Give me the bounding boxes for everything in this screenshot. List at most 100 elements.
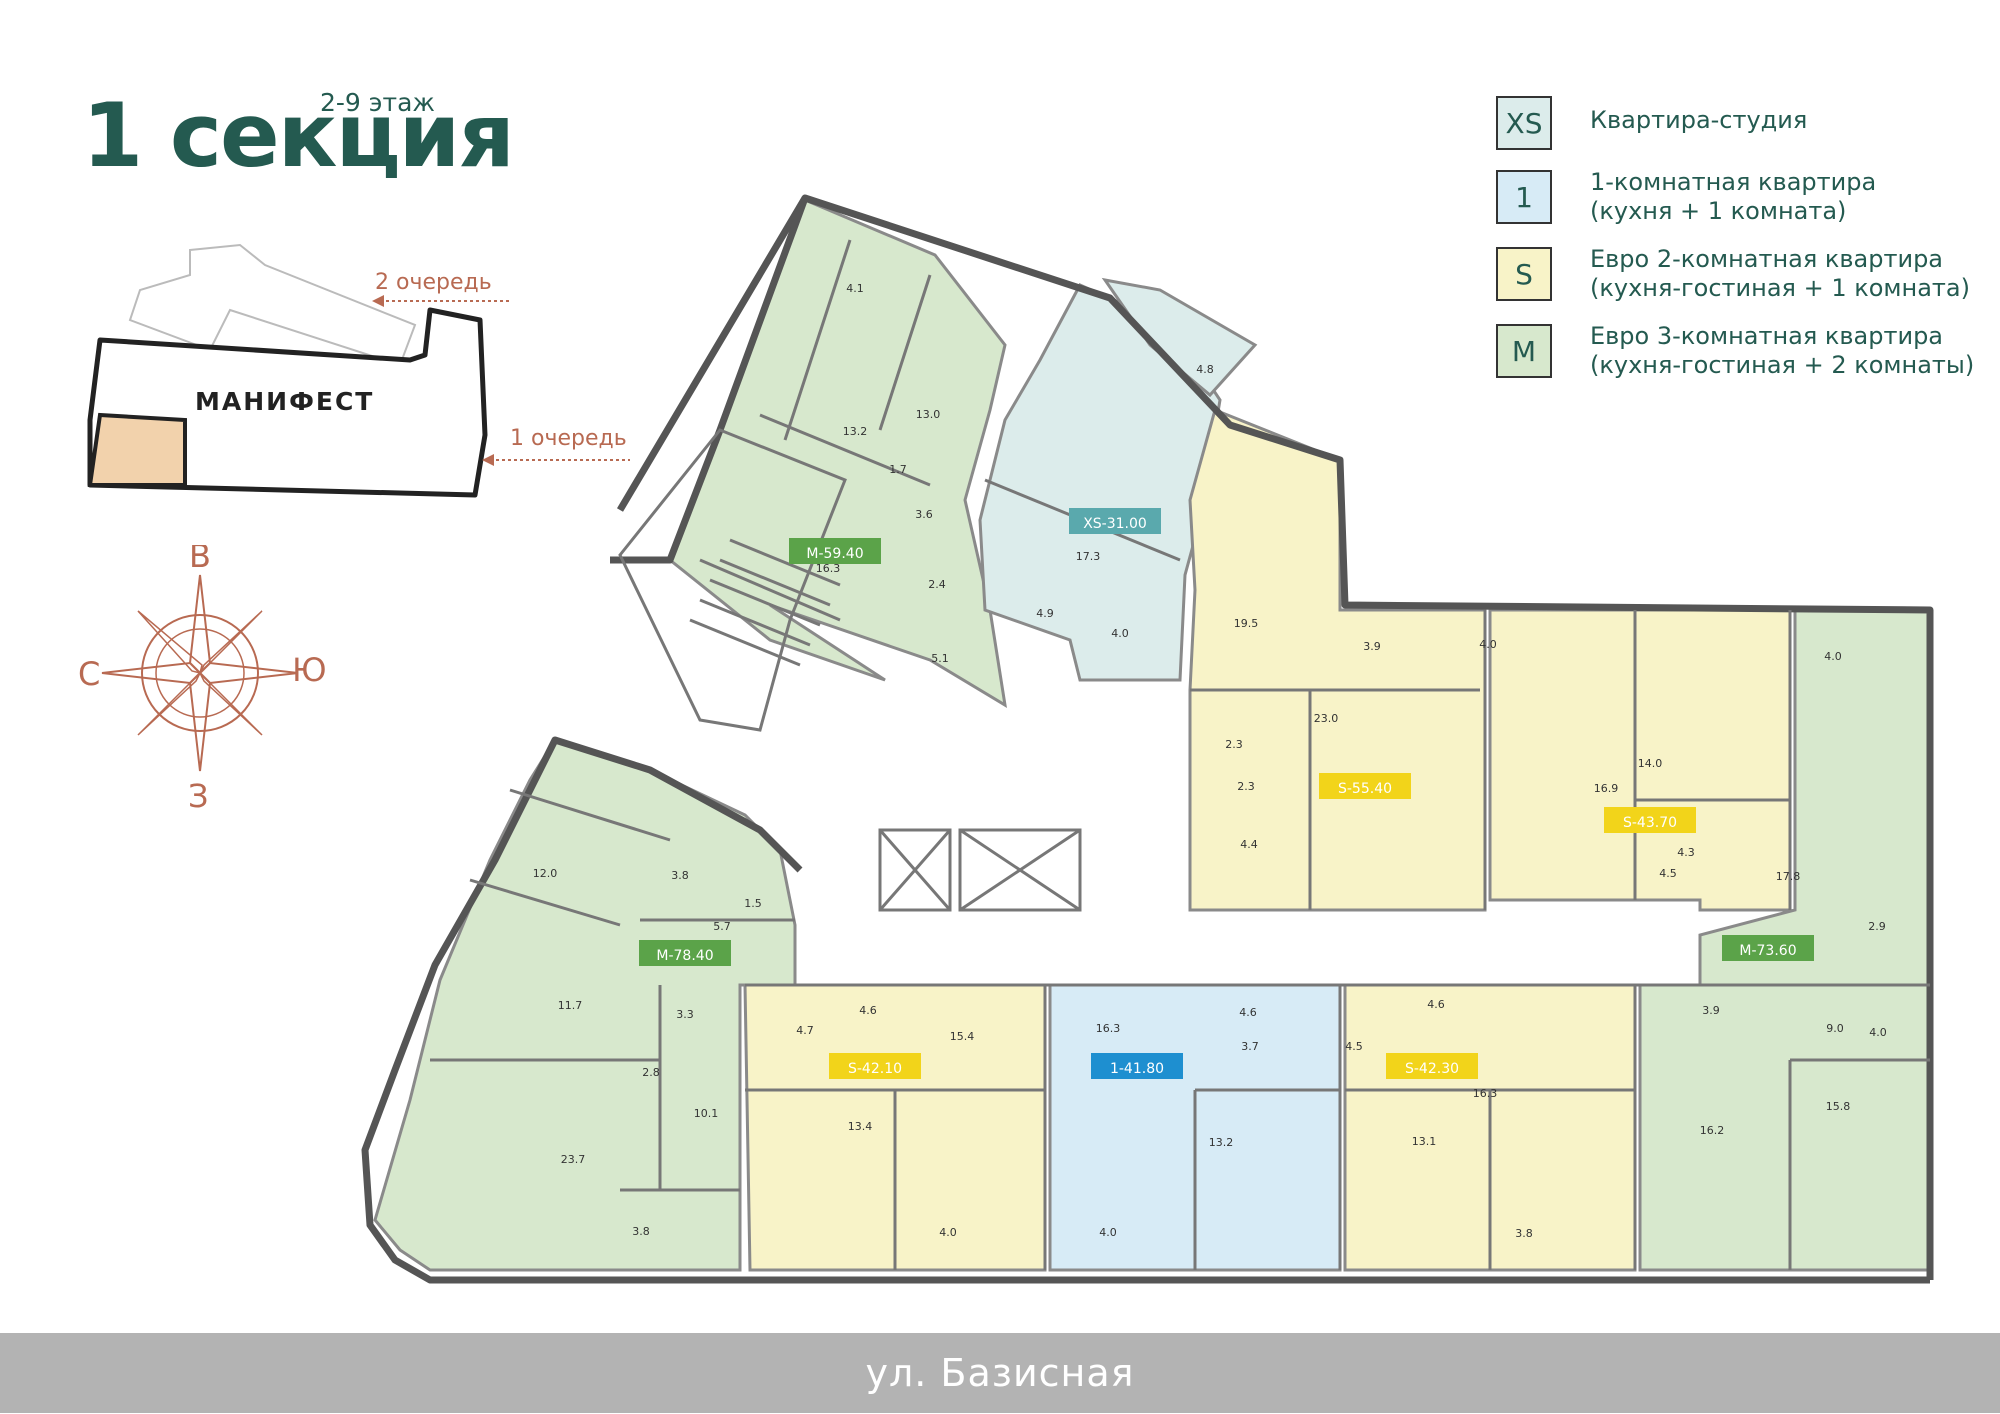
legend-swatch-s: S bbox=[1496, 247, 1552, 301]
compass-rose: В С Ю З bbox=[78, 545, 327, 815]
room-area-label: 3.8 bbox=[671, 869, 689, 882]
elevator-cross bbox=[959, 828, 1081, 912]
apartment-tag[interactable]: M-78.40 bbox=[639, 940, 731, 966]
wall bbox=[469, 878, 621, 927]
room-area-label: 13.1 bbox=[1412, 1135, 1437, 1148]
room-area-label: 16.3 bbox=[1473, 1087, 1498, 1100]
room-area-label: 13.2 bbox=[843, 425, 868, 438]
apartment-tag[interactable]: M-73.60 bbox=[1722, 935, 1814, 961]
room-area-label: 15.8 bbox=[1826, 1100, 1851, 1113]
street-name: ул. Базисная bbox=[0, 1333, 2000, 1413]
section-highlight bbox=[87, 412, 187, 487]
room-area-label: 19.5 bbox=[1234, 617, 1259, 630]
compass-needle-se bbox=[199, 672, 263, 736]
stair-step bbox=[719, 558, 831, 607]
compass-west: С bbox=[78, 655, 100, 693]
room-area-label: 4.0 bbox=[1869, 1026, 1887, 1039]
apartment-tag-label: S-43.70 bbox=[1623, 815, 1677, 831]
room-area-label: 1.7 bbox=[889, 463, 907, 476]
room-area-label: 10.1 bbox=[694, 1107, 719, 1120]
room-area-label: 4.5 bbox=[1345, 1040, 1363, 1053]
room-area-label: 17.3 bbox=[1076, 550, 1101, 563]
legend-text: Евро 3-комнатная квартира bbox=[1590, 322, 1944, 350]
apartment-tag-bg bbox=[639, 940, 731, 966]
site-map: МАНИФЕСТ 2 очередь 1 очередь bbox=[87, 243, 630, 498]
apartment-tag[interactable]: XS-31.00 bbox=[1069, 508, 1161, 534]
room-area-label: 13.4 bbox=[848, 1120, 873, 1133]
room-area-label: 4.9 bbox=[1036, 607, 1054, 620]
arrow-left-icon bbox=[482, 454, 494, 466]
room-area-label: 4.6 bbox=[1427, 998, 1445, 1011]
room-area-label: 4.0 bbox=[1479, 638, 1497, 651]
compass-ring-inner bbox=[155, 628, 245, 718]
compass-east: Ю bbox=[292, 651, 327, 689]
apartment-tag-label: XS-31.00 bbox=[1083, 516, 1147, 532]
room-area-label: 9.0 bbox=[1826, 1022, 1844, 1035]
elevator-shaft bbox=[958, 828, 1082, 912]
room-area-label: 23.7 bbox=[561, 1153, 586, 1166]
legend-text: 1-комнатная квартира bbox=[1590, 168, 1877, 196]
legend-text: (кухня-гостиная + 1 комната) bbox=[1590, 274, 1970, 302]
legend-text: (кухня + 1 комната) bbox=[1590, 197, 1847, 225]
apartment-tag-bg bbox=[1722, 935, 1814, 961]
stairwell bbox=[618, 428, 1082, 912]
apartment-tag-label: S-42.30 bbox=[1405, 1061, 1459, 1077]
room-area-label: 2.8 bbox=[642, 1066, 660, 1079]
room-area-label: 3.8 bbox=[632, 1225, 650, 1238]
apartment-tag-bg bbox=[789, 538, 881, 564]
room-area-label: 4.6 bbox=[1239, 1006, 1257, 1019]
room-area-label: 11.7 bbox=[558, 999, 583, 1012]
room-area-label: 16.3 bbox=[1096, 1022, 1121, 1035]
apartment-tag-bg bbox=[1319, 773, 1411, 799]
wall-bottom bbox=[361, 736, 1930, 1284]
room-area-label: 2.3 bbox=[1237, 780, 1255, 793]
compass-south: З bbox=[188, 777, 209, 815]
queue1-building bbox=[87, 307, 488, 498]
compass-north: В bbox=[189, 545, 211, 575]
elevator-shaft bbox=[878, 828, 952, 912]
room-area-label: 4.0 bbox=[939, 1226, 957, 1239]
apartment-tag[interactable]: S-42.30 bbox=[1386, 1053, 1478, 1079]
room-area-label: 4.6 bbox=[859, 1004, 877, 1017]
room-area-label: 5.7 bbox=[713, 920, 731, 933]
apt-area-m-59-40[interactable] bbox=[668, 198, 1007, 708]
legend-swatch-xs: XS bbox=[1496, 96, 1552, 150]
brand-logo: МАНИФЕСТ bbox=[195, 387, 374, 416]
stair-core bbox=[618, 428, 847, 732]
apt-area-xs-31-00[interactable] bbox=[978, 283, 1222, 682]
apartment-tag[interactable]: 1-41.80 bbox=[1091, 1053, 1183, 1079]
apartment-tag[interactable]: S-43.70 bbox=[1604, 807, 1696, 833]
apartment-tag[interactable]: S-42.10 bbox=[829, 1053, 921, 1079]
arrow-left-icon bbox=[372, 295, 384, 307]
room-area-label: 15.4 bbox=[950, 1030, 975, 1043]
room-area-label: 3.7 bbox=[1241, 1040, 1259, 1053]
wall bbox=[878, 274, 932, 431]
apartment-tag-bg bbox=[1069, 508, 1161, 534]
room-area-label: 4.0 bbox=[1099, 1226, 1117, 1239]
room-area-label: 3.9 bbox=[1363, 640, 1381, 653]
legend-item-1: 1 1-комнатная квартира(кухня + 1 комната… bbox=[1496, 168, 1877, 226]
apartment-tag[interactable]: M-59.40 bbox=[789, 538, 881, 564]
room-area-label: 4.1 bbox=[846, 282, 864, 295]
room-area-label: 13.2 bbox=[1209, 1136, 1234, 1149]
legend-swatch-m: M bbox=[1496, 324, 1552, 378]
room-area-label: 16.2 bbox=[1700, 1124, 1725, 1137]
room-area-label: 17.8 bbox=[1776, 870, 1801, 883]
room-area-label: 16.3 bbox=[816, 562, 841, 575]
room-area-label: 2.4 bbox=[928, 578, 946, 591]
legend-item-xs: XS Квартира-студия bbox=[1496, 96, 1807, 150]
stair-step bbox=[709, 578, 821, 627]
legend-item-s: S Евро 2-комнатная квартира(кухня-гостин… bbox=[1496, 245, 1970, 303]
room-area-label: 12.0 bbox=[533, 867, 558, 880]
room-area-label: 4.0 bbox=[1824, 650, 1842, 663]
apartment-tag-label: M-73.60 bbox=[1739, 943, 1796, 959]
room-area-label: 23.0 bbox=[1314, 712, 1339, 725]
apartment-tag-bg bbox=[1386, 1053, 1478, 1079]
room-area-label: 4.5 bbox=[1659, 867, 1677, 880]
apartment-tags: M-59.40 XS-31.00S-55.40S-43.70M-73.60 M-78… bbox=[639, 508, 1814, 1079]
room-area-labels: 4.113.213.01.73.62.416.35.14.817.34.94.0… bbox=[533, 282, 1887, 1240]
apartment-tag[interactable]: S-55.40 bbox=[1319, 773, 1411, 799]
apartment-tag-bg bbox=[1604, 807, 1696, 833]
legend-text: Квартира-студия bbox=[1590, 106, 1808, 134]
queue2-label: 2 очередь bbox=[375, 270, 492, 295]
